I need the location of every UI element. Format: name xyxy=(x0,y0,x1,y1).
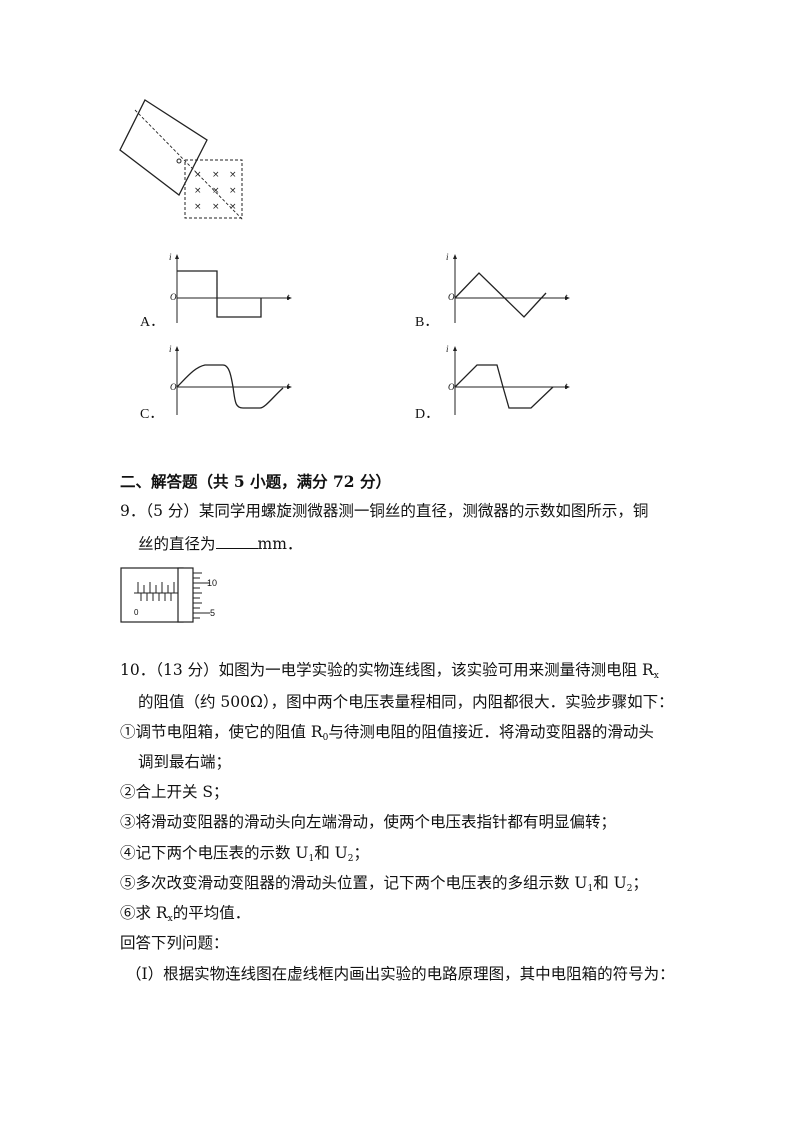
graph-d-curve xyxy=(454,364,554,409)
graph-c xyxy=(175,346,292,415)
micrometer-thimble xyxy=(177,567,194,623)
q10-step1a: ①调节电阻箱，使它的阻值 R0与待测电阻的阻值接近．将滑动变阻器的滑动头 xyxy=(120,722,654,748)
graph-d xyxy=(453,346,570,415)
q10-step4-sub2: 2 xyxy=(347,854,354,864)
q10-line2: 的阻值（约 500Ω），图中两个电压表量程相同，内阻都很大．实验步骤如下： xyxy=(138,693,674,711)
q10-step5-sub1: 1 xyxy=(587,884,594,894)
svg-text:×: × xyxy=(194,202,202,212)
field-crosses: × × × × × × × × × xyxy=(194,170,237,212)
q9-line2-pre: 丝的直径为 xyxy=(138,535,216,553)
graph-c-axis-t: t xyxy=(287,381,290,391)
graph-d-axis-t: t xyxy=(565,381,568,391)
section-heading: 二、解答题（共 5 小题，满分 72 分） xyxy=(120,472,391,491)
svg-text:×: × xyxy=(212,202,220,212)
q10-step4-mid: 和 U xyxy=(314,844,348,862)
graph-a-axis-i: i xyxy=(169,252,172,262)
q9-answer-blank[interactable] xyxy=(215,534,258,549)
graph-b-axis-i: i xyxy=(446,252,449,262)
thimble-ticks xyxy=(193,572,210,619)
q10-step1a-post: 与待测电阻的阻值接近．将滑动变阻器的滑动头 xyxy=(328,723,654,741)
svg-text:×: × xyxy=(194,170,202,180)
q10-step5: ⑤多次改变滑动变阻器的滑动头位置，记下两个电压表的多组示数 U1和 U2； xyxy=(120,873,648,899)
graph-a xyxy=(175,254,292,323)
q10-step1b: 调到最右端； xyxy=(138,753,232,771)
svg-text:×: × xyxy=(229,170,237,180)
q10-step5-sub2: 2 xyxy=(626,884,633,894)
q10-step4: ④记下两个电压表的示数 U1和 U2； xyxy=(120,843,369,869)
graph-b xyxy=(453,254,570,323)
q10-step5-pre: ⑤多次改变滑动变阻器的滑动头位置，记下两个电压表的多组示数 U xyxy=(120,874,588,892)
vertex-point xyxy=(176,158,182,164)
q9-line1: 9．（5 分）某同学用螺旋测微器测一铜丝的直径，测微器的示数如图所示，铜 xyxy=(120,502,649,520)
q10-answer-intro: 回答下列问题： xyxy=(120,934,229,952)
q10-step6-pre: ⑥求 R xyxy=(120,904,168,922)
micrometer-figure xyxy=(120,567,210,623)
graph-b-origin: O xyxy=(448,292,455,302)
q10-step6-sub: x xyxy=(167,914,173,924)
option-b-label[interactable]: B． xyxy=(415,315,439,330)
graph-d-origin: O xyxy=(448,382,455,392)
svg-text:×: × xyxy=(229,202,237,212)
tilted-square-loop xyxy=(119,99,208,196)
svg-text:×: × xyxy=(212,170,220,180)
micrometer-body xyxy=(120,567,184,623)
q10-line1-sub: x xyxy=(653,671,659,681)
q10-step4-sub1: 1 xyxy=(308,854,315,864)
q10-step5-post: ； xyxy=(632,874,648,892)
q10-step5-mid: 和 U xyxy=(593,874,627,892)
graph-a-origin: O xyxy=(170,292,177,302)
graph-b-axis-t: t xyxy=(565,292,568,302)
svg-text:×: × xyxy=(229,186,237,196)
micrometer-label-0: 0 xyxy=(134,608,139,617)
q10-step2: ②合上开关 S； xyxy=(120,783,229,801)
diagonal-path xyxy=(134,109,244,221)
q10-step1a-pre: ①调节电阻箱，使它的阻值 R xyxy=(120,723,323,741)
q10-part1: （Ⅰ）根据实物连线图在虚线框内画出实验的电路原理图，其中电阻箱的符号为： xyxy=(126,965,675,983)
graph-a-curve xyxy=(177,270,262,318)
graph-b-curve xyxy=(454,272,547,318)
q10-step4-pre: ④记下两个电压表的示数 U xyxy=(120,844,309,862)
svg-text:×: × xyxy=(194,186,202,196)
micrometer-label-5: 5 xyxy=(210,608,216,618)
svg-text:×: × xyxy=(212,186,220,196)
q10-line1: 10．（13 分）如图为一电学实验的实物连线图，该实验可用来测量待测电阻 Rx xyxy=(120,660,659,686)
field-region xyxy=(184,159,243,219)
loop-field-figure: × × × × × × × × × xyxy=(119,99,244,221)
q10-step6-post: 的平均值． xyxy=(172,904,251,922)
q9-line2-post: mm． xyxy=(257,535,303,553)
option-c-label[interactable]: C． xyxy=(140,407,164,422)
q9-line2: 丝的直径为 mm． xyxy=(138,534,302,554)
graph-d-axis-i: i xyxy=(446,344,449,354)
q10-step1a-sub: 0 xyxy=(322,733,329,743)
graph-c-curve xyxy=(176,364,284,409)
option-a-label[interactable]: A． xyxy=(140,315,165,330)
q10-step4-post: ； xyxy=(353,844,369,862)
micrometer-label-10: 10 xyxy=(207,578,218,588)
q10-line1-text: 10．（13 分）如图为一电学实验的实物连线图，该实验可用来测量待测电阻 R xyxy=(120,661,654,679)
graph-c-axis-i: i xyxy=(169,344,172,354)
q10-step3: ③将滑动变阻器的滑动头向左端滑动，使两个电压表指针都有明显偏转； xyxy=(120,813,617,831)
graph-a-axis-t: t xyxy=(287,292,290,302)
graph-c-origin: O xyxy=(170,382,177,392)
q10-step6: ⑥求 Rx的平均值． xyxy=(120,903,250,929)
option-d-label[interactable]: D． xyxy=(415,407,440,422)
